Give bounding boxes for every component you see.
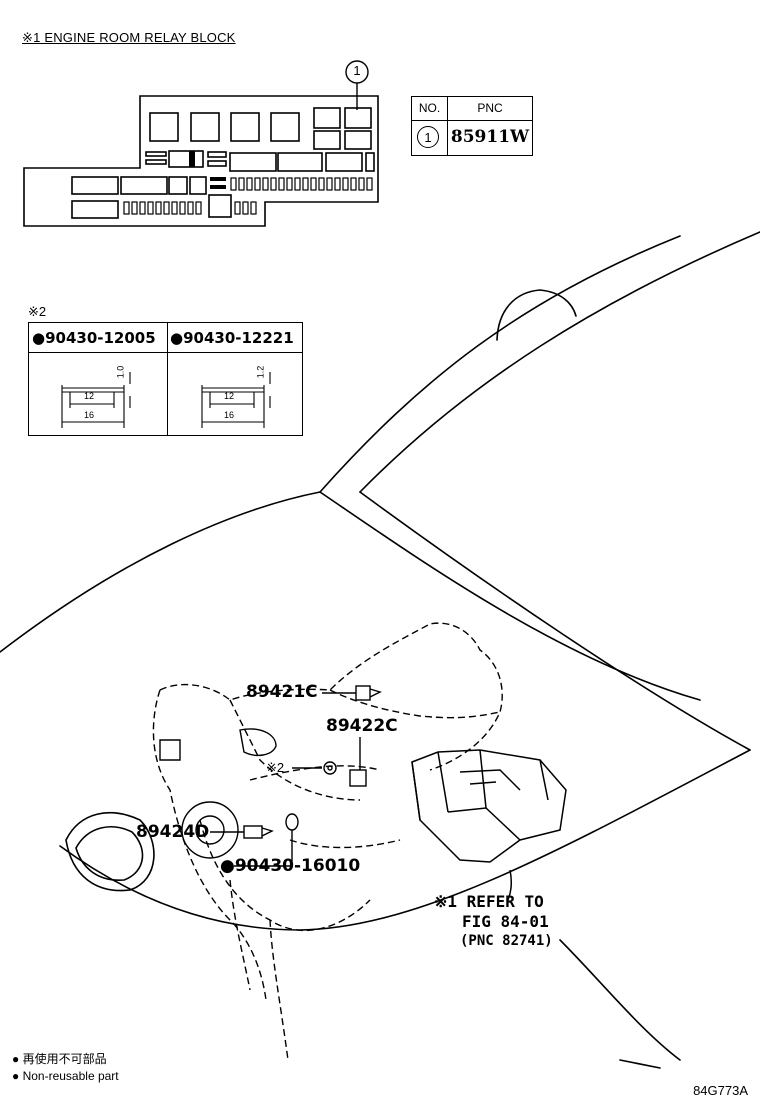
clip-2-thickness-dim: 1.2 xyxy=(255,365,266,379)
clip-1-outer-dim: 16 xyxy=(84,410,95,420)
clip-part-2[interactable]: ●90430-12221 xyxy=(167,323,302,353)
clip-1-thickness-dim: 1.0 xyxy=(115,365,126,379)
pnc-table-header-no: NO. xyxy=(412,97,448,121)
engine-outline xyxy=(159,622,503,771)
legend-jp: ● 再使用不可部品 xyxy=(12,1052,107,1066)
clip-1-inner-dim: 12 xyxy=(84,391,95,401)
refer-line-2[interactable]: FIG 84-01 xyxy=(462,912,549,931)
clip-2-inner-dim: 12 xyxy=(224,391,235,401)
pnc-table-cell-no: 1 xyxy=(412,121,448,155)
pnc-table-cell-pnc[interactable]: 85911W xyxy=(450,127,530,147)
legend-en: ● Non-reusable part xyxy=(12,1069,119,1083)
part-89421c[interactable]: 89421C xyxy=(246,682,318,702)
relay-box xyxy=(411,749,567,863)
part-89424d[interactable]: 89424D xyxy=(136,822,210,842)
hood-outline xyxy=(0,235,681,653)
note2-ref-label: ※2 xyxy=(266,760,285,775)
part-90430-16010[interactable]: ●90430-16010 xyxy=(220,856,361,876)
relay-block-outline xyxy=(23,95,379,227)
figure-code: 84G773A xyxy=(693,1083,748,1098)
refer-line-1: ※1 REFER TO xyxy=(434,892,544,911)
clip-2-outer-dim: 16 xyxy=(224,410,235,420)
note2-label: ※2 xyxy=(28,304,47,319)
pnc-table: NO. PNC 1 85911W xyxy=(411,96,533,156)
clip-part-1[interactable]: ●90430-12005 xyxy=(29,323,167,353)
clip-table: ●90430-12005 ●90430-12221 xyxy=(28,322,303,436)
refer-line-3: (PNC 82741) xyxy=(460,933,553,949)
pnc-table-no-circle: 1 xyxy=(417,126,439,148)
clip-table-divider xyxy=(167,323,168,435)
part-89422c[interactable]: 89422C xyxy=(326,716,398,736)
callout-1-label: 1 xyxy=(353,63,361,78)
pnc-table-header-pnc: PNC xyxy=(448,97,532,121)
relay-block-title: ※1 ENGINE ROOM RELAY BLOCK xyxy=(22,30,236,45)
